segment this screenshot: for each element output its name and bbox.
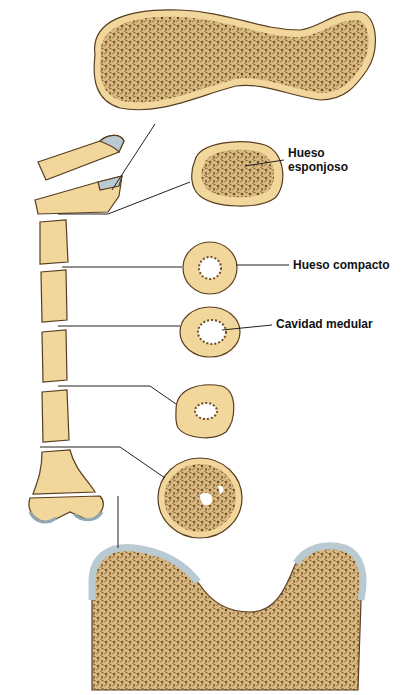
part-label: Cavidad medular [276, 317, 373, 331]
part-label: Hueso compacto [293, 258, 390, 272]
part-label: Hueso esponjoso [288, 146, 368, 174]
